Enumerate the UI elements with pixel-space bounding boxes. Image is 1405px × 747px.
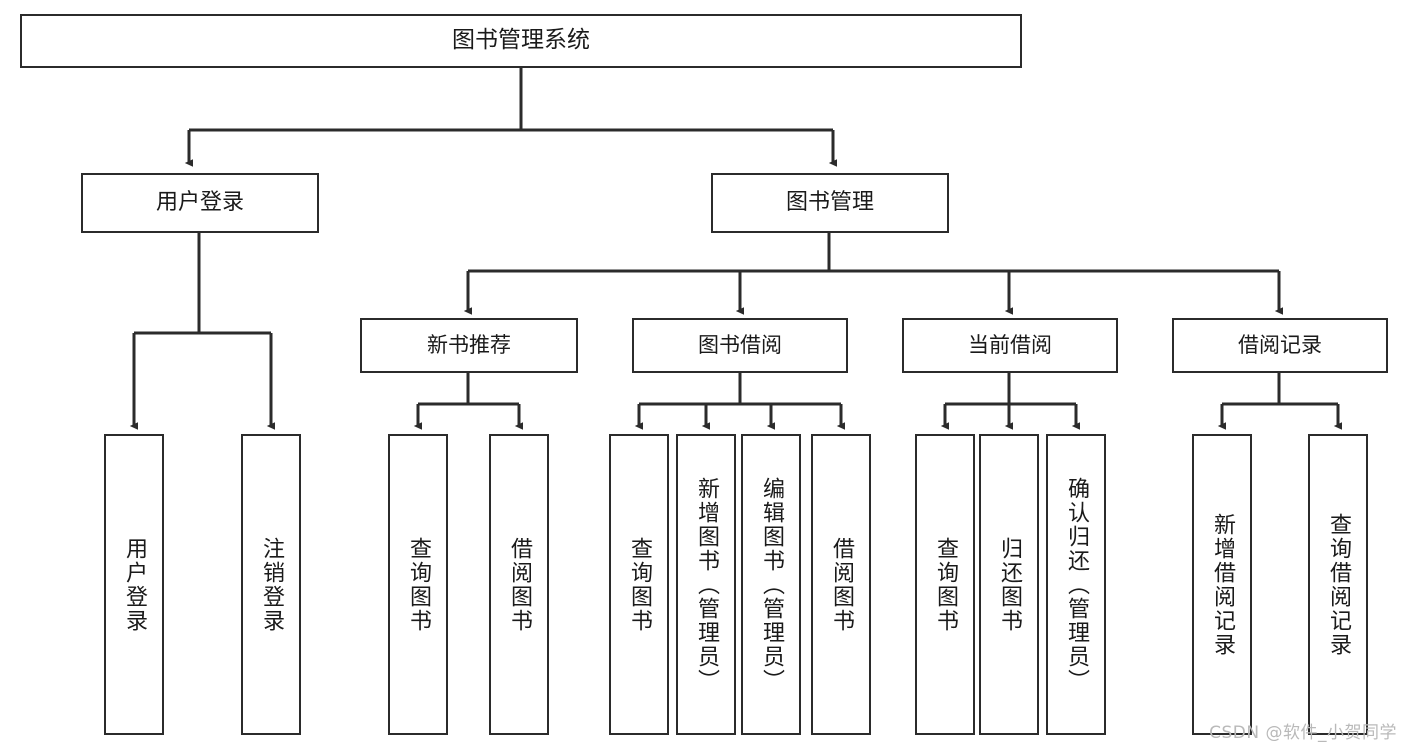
node-label: 图书管理系统 (452, 27, 590, 54)
node-label: 新书推荐 (427, 333, 511, 358)
node-label: 查询图书 (405, 536, 431, 633)
node-label: 查询借阅记录 (1325, 512, 1351, 657)
node-label: 借阅记录 (1238, 333, 1322, 358)
node-user-login[interactable]: 用户登录 (81, 173, 319, 233)
leaf-book-borrow-query[interactable]: 查询图书 (609, 434, 669, 735)
node-label: 编辑图书（管理员） (758, 476, 784, 693)
node-label: 借阅图书 (828, 536, 854, 633)
node-new-book-recommend[interactable]: 新书推荐 (360, 318, 578, 373)
leaf-new-book-query[interactable]: 查询图书 (388, 434, 448, 735)
leaf-user-login-signin[interactable]: 用户登录 (104, 434, 164, 735)
node-current-borrow[interactable]: 当前借阅 (902, 318, 1118, 373)
node-label: 确认归还（管理员） (1063, 476, 1089, 693)
leaf-book-borrow-edit-admin[interactable]: 编辑图书（管理员） (741, 434, 801, 735)
node-label: 当前借阅 (968, 333, 1052, 358)
node-label: 用户登录 (155, 190, 244, 216)
node-label: 图书借阅 (698, 333, 782, 358)
node-label: 借阅图书 (506, 536, 532, 633)
node-book-management[interactable]: 图书管理 (711, 173, 949, 233)
leaf-new-book-borrow[interactable]: 借阅图书 (489, 434, 549, 735)
node-label: 归还图书 (996, 536, 1022, 633)
watermark: CSDN @软件_小贺同学 (1209, 723, 1397, 743)
node-borrow-record[interactable]: 借阅记录 (1172, 318, 1388, 373)
leaf-current-borrow-return[interactable]: 归还图书 (979, 434, 1039, 735)
node-label: 注销登录 (258, 536, 284, 633)
node-label: 用户登录 (121, 536, 147, 633)
leaf-borrow-record-query[interactable]: 查询借阅记录 (1308, 434, 1368, 735)
node-label: 新增借阅记录 (1209, 512, 1235, 657)
leaf-borrow-record-add[interactable]: 新增借阅记录 (1192, 434, 1252, 735)
leaf-user-login-signout[interactable]: 注销登录 (241, 434, 301, 735)
node-label: 查询图书 (932, 536, 958, 633)
node-label: 图书管理 (785, 190, 874, 216)
node-label: 查询图书 (626, 536, 652, 633)
node-book-borrow[interactable]: 图书借阅 (632, 318, 848, 373)
leaf-book-borrow-borrow[interactable]: 借阅图书 (811, 434, 871, 735)
leaf-book-borrow-add-admin[interactable]: 新增图书（管理员） (676, 434, 736, 735)
leaf-current-borrow-confirm-admin[interactable]: 确认归还（管理员） (1046, 434, 1106, 735)
node-label: 新增图书（管理员） (693, 476, 719, 693)
node-root-system[interactable]: 图书管理系统 (20, 14, 1022, 68)
leaf-current-borrow-query[interactable]: 查询图书 (915, 434, 975, 735)
